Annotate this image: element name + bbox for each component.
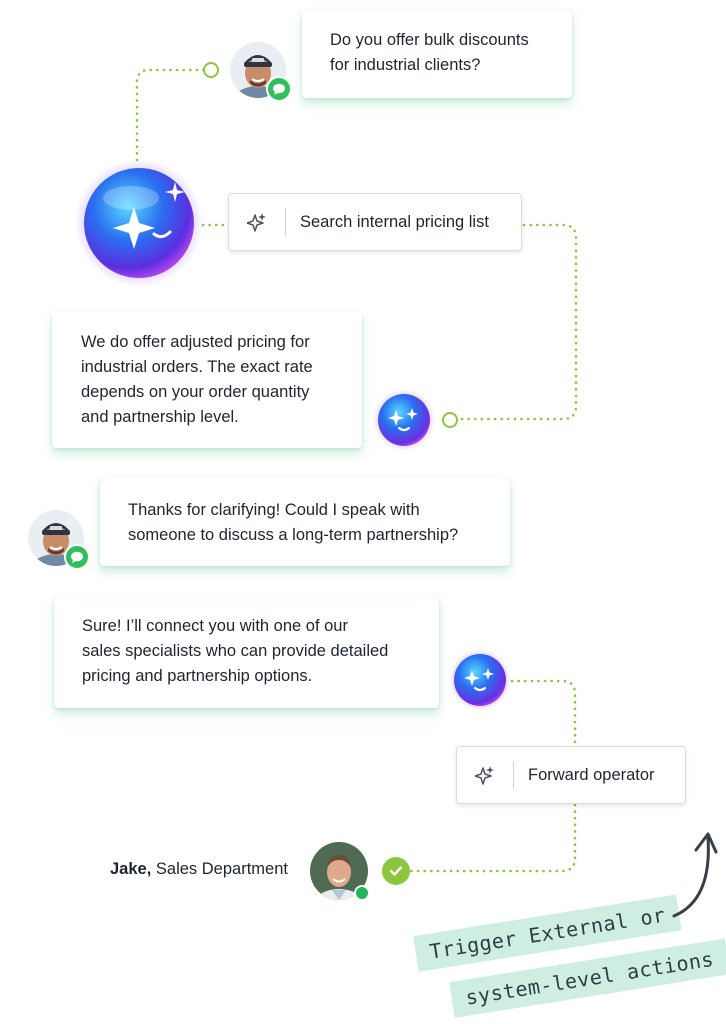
separator [513, 761, 514, 789]
message-line: pricing and partnership options. [82, 667, 313, 685]
message-line: and partnership level. [81, 408, 239, 426]
operator-avatar [310, 842, 370, 901]
message-line: for industrial clients? [330, 56, 481, 74]
message-line: Do you offer bulk discounts [330, 31, 529, 49]
message-line: someone to discuss a long-term partnersh… [128, 526, 459, 544]
online-status-indicator [354, 885, 370, 901]
customer-message-bubble: Do you offer bulk discounts for industri… [302, 10, 572, 98]
ai-message-bubble: We do offer adjusted pricing for industr… [52, 312, 362, 448]
ai-assistant-orb [448, 648, 512, 712]
search-pricing-action[interactable]: Search internal pricing list [228, 193, 522, 251]
action-label: Search internal pricing list [300, 212, 489, 231]
message-line: depends on your order quantity [81, 383, 310, 401]
ai-message-bubble: Sure! I’ll connect you with one of our s… [54, 596, 439, 708]
message-badge-icon [64, 544, 90, 570]
sparkle-icon [229, 194, 285, 250]
message-badge-icon [266, 76, 292, 102]
operator-department: Sales Department [155, 860, 288, 878]
sparkle-icon [457, 747, 513, 803]
customer-message-bubble: Thanks for clarifying! Could I speak wit… [100, 478, 510, 566]
message-line: industrial orders. The exact rate [81, 358, 313, 376]
message-line: Thanks for clarifying! Could I speak wit… [128, 501, 420, 519]
operator-name: Jake, [110, 860, 152, 878]
action-label: Forward operator [528, 765, 655, 784]
operator-label: Jake, Sales Department [110, 860, 288, 879]
customer-avatar [28, 510, 90, 570]
curved-arrow-icon [672, 832, 718, 918]
forward-operator-action[interactable]: Forward operator [456, 746, 686, 804]
message-line: We do offer adjusted pricing for [81, 333, 310, 351]
message-line: Sure! I’ll connect you with one of our [82, 617, 348, 635]
ai-assistant-orb [372, 388, 436, 452]
message-line: sales specialists who can provide detail… [82, 642, 389, 660]
ai-assistant-orb [75, 159, 206, 290]
check-icon [382, 857, 410, 885]
customer-avatar [230, 42, 292, 102]
separator [285, 208, 286, 236]
path-node-ring [203, 62, 219, 78]
path-node-ring [442, 412, 458, 428]
